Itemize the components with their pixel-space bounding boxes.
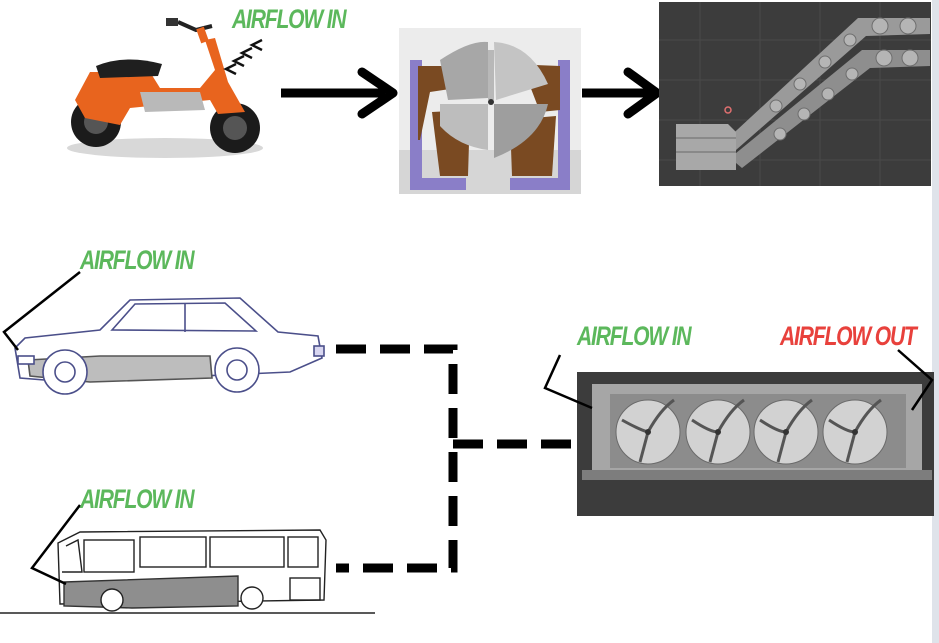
pointer-line bbox=[897, 349, 934, 411]
airflow-in-label-bus: AIRFLOW IN bbox=[80, 484, 195, 514]
gear-conveyor-render bbox=[659, 2, 931, 186]
airflow-chevrons bbox=[223, 38, 263, 76]
bus-sketch bbox=[0, 529, 375, 614]
airflow-out-label-box: AIRFLOW OUT bbox=[780, 321, 917, 351]
turbine-box-render bbox=[577, 372, 934, 516]
pointer-line bbox=[543, 354, 593, 410]
solid-arrow bbox=[281, 67, 398, 119]
scooter-image bbox=[67, 18, 263, 158]
solid-arrow bbox=[582, 67, 662, 119]
right-edge-strip bbox=[932, 0, 939, 643]
pointer-line bbox=[30, 504, 81, 586]
pointer-line bbox=[2, 271, 81, 351]
airflow-in-label-box: AIRFLOW IN bbox=[577, 321, 692, 351]
airflow-in-label-scooter: AIRFLOW IN bbox=[232, 4, 347, 34]
turbine-model bbox=[399, 28, 581, 194]
airflow-in-label-car: AIRFLOW IN bbox=[80, 245, 195, 275]
car-sketch bbox=[14, 297, 325, 395]
dashed-connector bbox=[336, 344, 575, 573]
